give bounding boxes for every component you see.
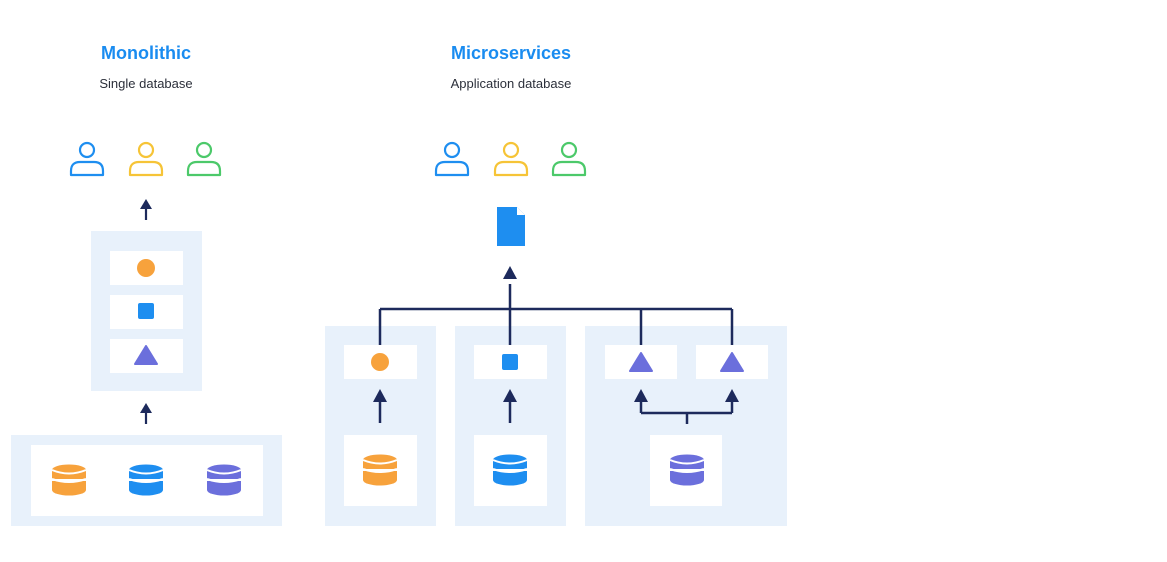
circle-icon [371,353,389,371]
connector-lines [639,400,734,424]
database-icon [669,453,705,487]
microservices-subtitle: Application database [450,76,572,91]
database-icon [362,453,398,487]
arrow-up-icon [725,389,739,402]
monolithic-subtitle: Single database [99,76,193,91]
user-icon [551,141,587,177]
arrow-up-icon [634,389,648,402]
user-icon [69,141,105,177]
arrow-up-icon [503,266,517,279]
arrow-up-icon [140,199,152,220]
database-icon [128,463,164,497]
user-icon [434,141,470,177]
circle-icon [137,259,155,277]
database-icon [206,463,242,497]
square-icon [138,303,154,319]
document-icon [497,207,525,246]
triangle-icon [720,352,744,372]
arrow-up-icon [373,389,387,423]
user-icon [128,141,164,177]
triangle-icon [629,352,653,372]
arrow-up-icon [503,389,517,423]
triangle-icon [134,345,158,365]
user-icon [186,141,222,177]
database-icon [51,463,87,497]
user-icon [493,141,529,177]
monolithic-title: Monolithic [101,43,191,63]
microservices-title: Microservices [450,43,572,63]
database-icon [492,453,528,487]
square-icon [502,354,518,370]
arrow-up-icon [140,403,152,424]
connector-lines [378,284,734,345]
